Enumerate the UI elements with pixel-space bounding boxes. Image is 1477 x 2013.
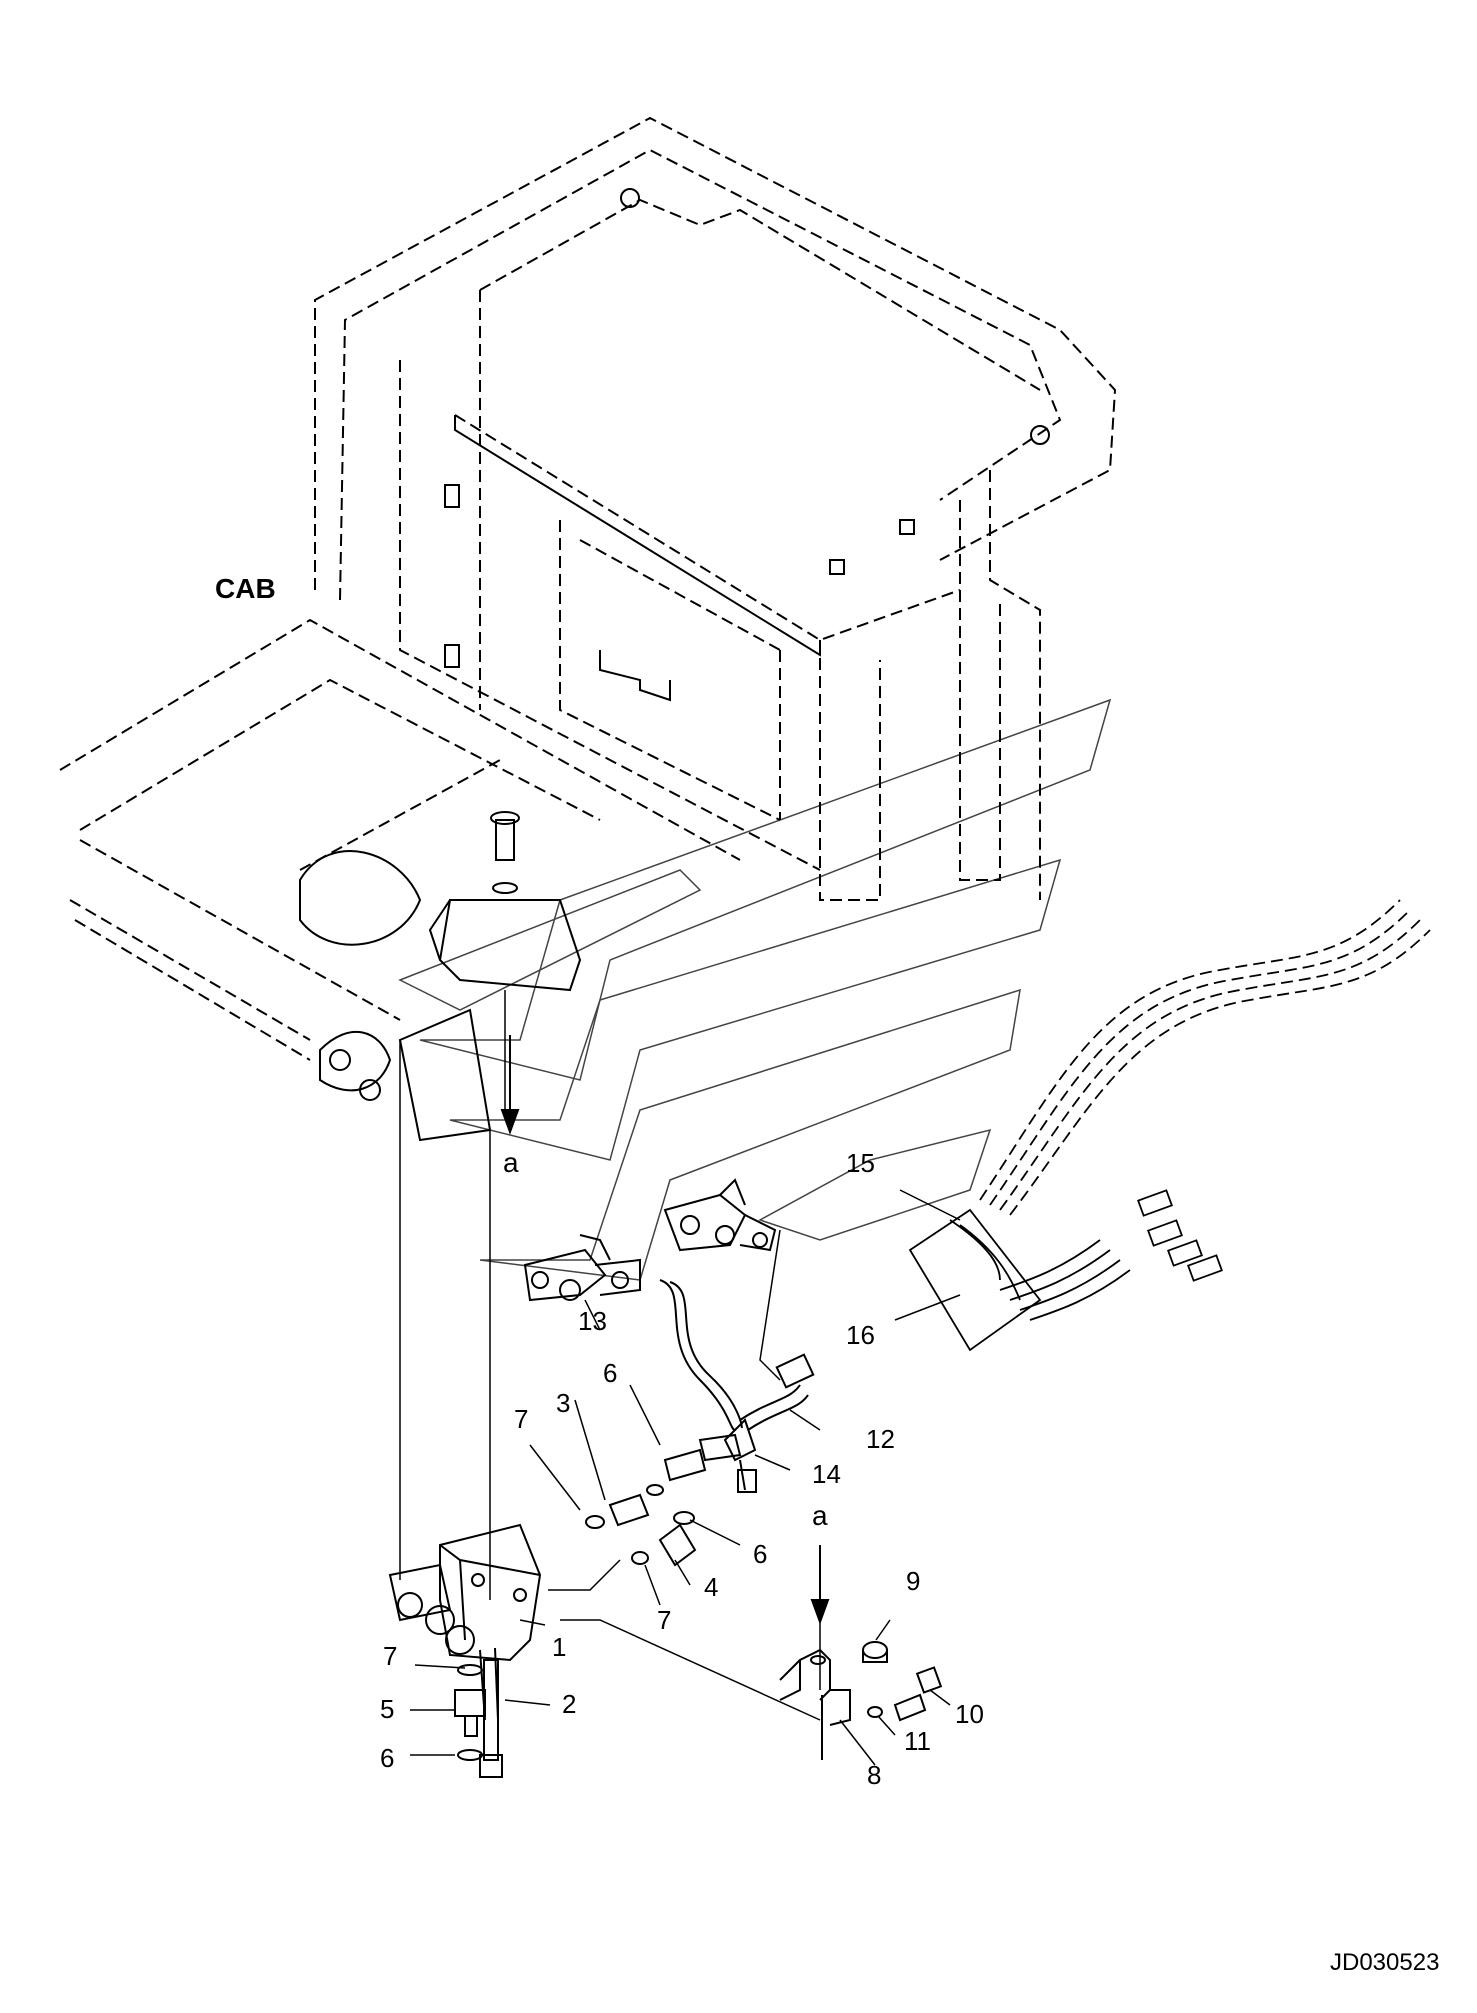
callout-15: 15 bbox=[846, 1148, 875, 1178]
callout-6b: 6 bbox=[753, 1539, 767, 1569]
callout-6c: 6 bbox=[380, 1743, 394, 1773]
callout-4: 4 bbox=[704, 1572, 718, 1602]
view-marker-top: a bbox=[503, 1147, 519, 1178]
callout-3: 3 bbox=[556, 1388, 570, 1418]
distribution-block bbox=[523, 1178, 777, 1302]
callout-12: 12 bbox=[866, 1424, 895, 1454]
callout-8: 8 bbox=[867, 1760, 881, 1790]
view-arrow-bottom bbox=[810, 1545, 830, 1625]
callout-7b: 7 bbox=[657, 1605, 671, 1635]
callout-10: 10 bbox=[955, 1699, 984, 1729]
callout-6a: 6 bbox=[603, 1358, 617, 1388]
cab-label: CAB bbox=[215, 573, 276, 604]
plug-part-5 bbox=[454, 1664, 486, 1761]
callout-13: 13 bbox=[578, 1306, 607, 1336]
document-id: JD030523 bbox=[1330, 1949, 1439, 1976]
fittings bbox=[585, 1448, 707, 1567]
callout-2: 2 bbox=[562, 1689, 576, 1719]
mounting-block-upper bbox=[428, 811, 582, 992]
callout-7a: 7 bbox=[514, 1404, 528, 1434]
callout-9: 9 bbox=[906, 1566, 920, 1596]
callout-16: 16 bbox=[846, 1320, 875, 1350]
hose-assembly bbox=[659, 1279, 815, 1493]
view-arrow-top bbox=[500, 1035, 520, 1135]
callout-1: 1 bbox=[552, 1632, 566, 1662]
wiring-harness bbox=[908, 899, 1431, 1352]
callout-7c: 7 bbox=[383, 1641, 397, 1671]
callout-14: 14 bbox=[812, 1459, 841, 1489]
view-marker-bottom: a bbox=[812, 1500, 828, 1531]
bracket-assembly bbox=[779, 1641, 943, 1760]
callout-5: 5 bbox=[380, 1694, 394, 1724]
watermark-logo bbox=[398, 698, 1112, 1281]
bolt-part-2 bbox=[479, 1659, 503, 1778]
leader-lines bbox=[410, 1189, 961, 1766]
callout-11: 11 bbox=[904, 1726, 931, 1756]
reference-lines bbox=[399, 990, 821, 1721]
cab-frame bbox=[314, 116, 1117, 901]
